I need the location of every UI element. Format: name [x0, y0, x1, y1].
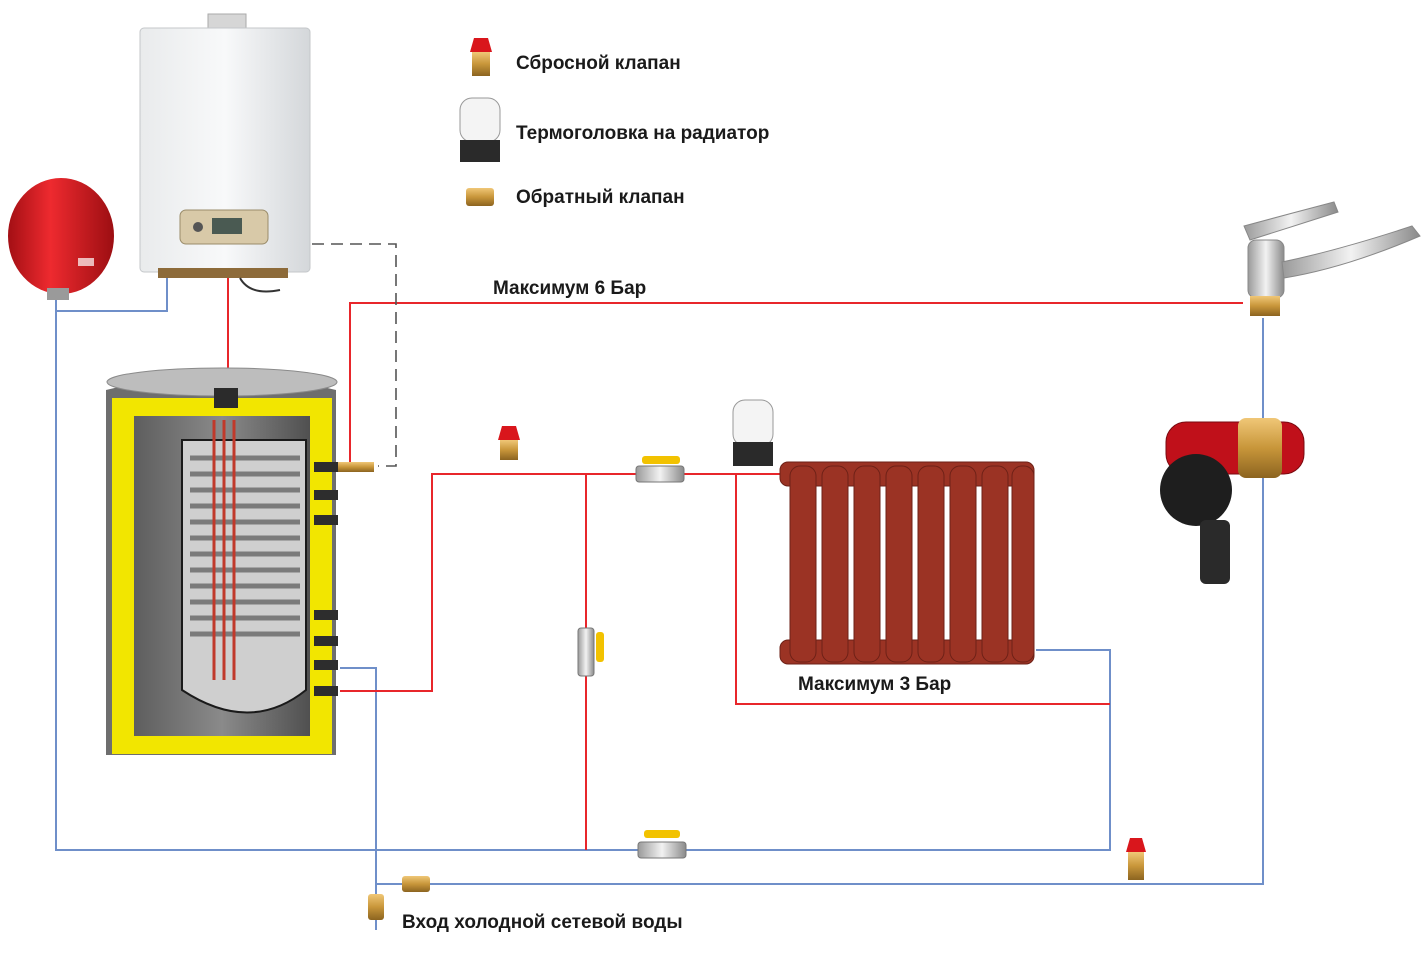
legend-item-thermostatic-head: Термоголовка на радиатор: [516, 123, 770, 144]
safety-valve-icon: [470, 38, 492, 76]
tank-nozzles: [314, 462, 338, 696]
cold-pipe-tank-loop: [55, 297, 1111, 851]
cold-pipe-boiler: [56, 272, 168, 312]
hot-pipe-6bar: [349, 302, 1243, 462]
kitchen-mixer-tap: [1243, 201, 1421, 316]
legend-item-safety-valve: Сбросной клапан: [516, 53, 681, 74]
hot-pipes: [227, 278, 1243, 850]
control-dashed-line: [312, 243, 397, 467]
legend-item-check-valve: Обратный клапан: [516, 187, 685, 208]
heating-element: [212, 420, 236, 680]
cold-pipe-inlet: [340, 667, 377, 930]
cold-pipes: [55, 272, 1264, 930]
radiator-thermostatic-head: [732, 399, 774, 466]
circulation-pump: [1160, 418, 1305, 584]
hot-pipe-tank-to-radiator: [340, 473, 780, 692]
ball-valve-return: [637, 830, 687, 859]
hot-pipe-3bar: [735, 474, 1110, 705]
check-valve-icon: [466, 188, 494, 206]
max-6-bar-label: Максимум 6 Бар: [493, 278, 647, 299]
expansion-tank: [8, 178, 114, 300]
ball-valve-supply: [635, 456, 685, 483]
cold-pipe-bottom: [376, 318, 1264, 885]
ball-valve-bypass: [577, 627, 604, 677]
cold-water-inlet-label: Вход холодной сетевой воды: [402, 912, 683, 933]
cast-iron-radiator: [779, 461, 1035, 665]
safety-valve-bottom: [1126, 838, 1146, 880]
check-valve-inlet: [368, 894, 384, 920]
heat-exchanger-coil: [190, 455, 300, 637]
safety-valve-top: [498, 426, 520, 460]
thermostatic-head-icon: [459, 97, 501, 162]
max-3-bar-label: Максимум 3 Бар: [798, 674, 952, 695]
indirect-water-heater: [106, 367, 374, 755]
check-valve-bottom: [402, 876, 430, 892]
gas-boiler: [139, 13, 311, 293]
